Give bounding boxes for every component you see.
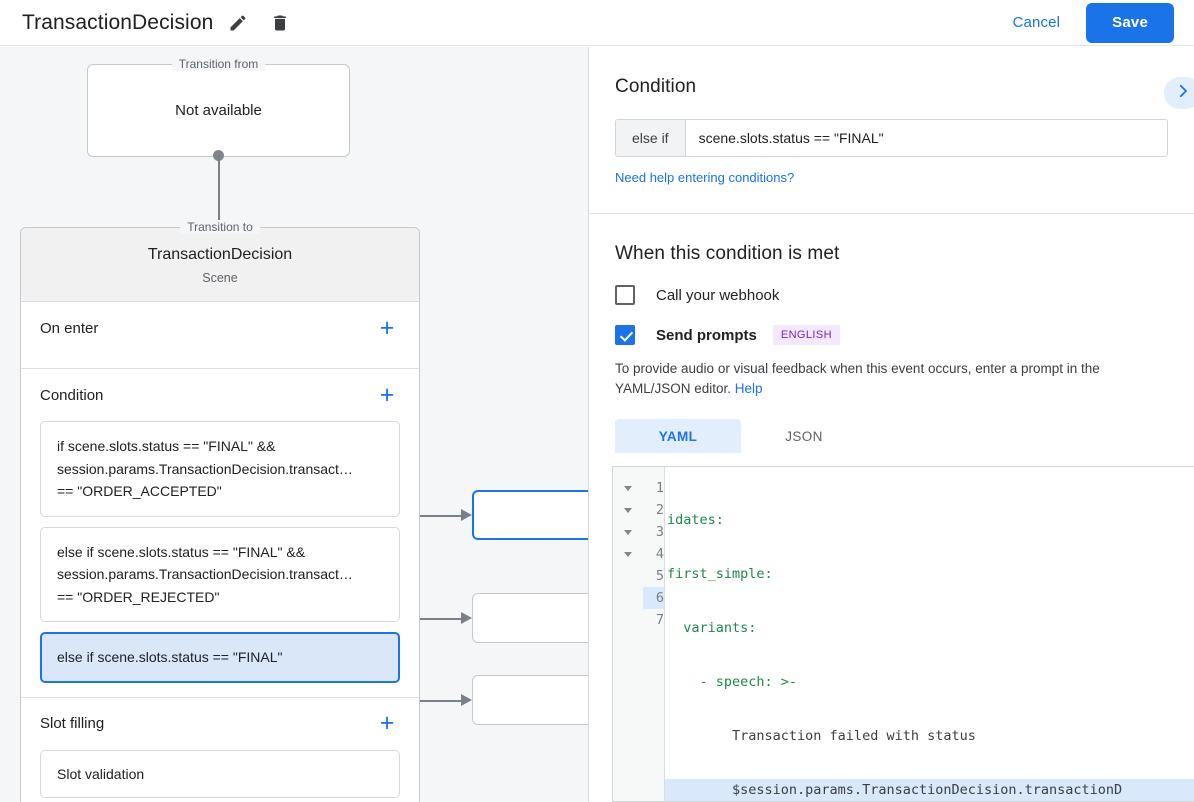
webhook-row[interactable]: Call your webhook [615, 285, 1168, 305]
code-line: - speech: >- [667, 674, 798, 690]
condition-expression-input[interactable] [685, 120, 1167, 156]
scene-type: Scene [202, 271, 238, 285]
add-slot-filling-button[interactable]: + [379, 709, 395, 737]
line-number: 7 [655, 612, 664, 628]
slot-validation-chip[interactable]: Slot validation [40, 749, 400, 798]
scene-name: TransactionDecision [147, 246, 293, 263]
fold-toggle[interactable] [613, 499, 643, 521]
top-app-bar: TransactionDecision Cancel Save [0, 0, 1194, 46]
section-title-on-enter: On enter [40, 319, 99, 337]
condition-chip[interactable]: else if scene.slots.status == "FINAL" &&… [40, 526, 400, 622]
editor-code-area[interactable]: idates: first_simple: variants: - speech… [665, 467, 1194, 801]
line-number: 2 [655, 502, 664, 518]
prompts-description-text: To provide audio or visual feedback when… [615, 361, 1100, 396]
pencil-icon [228, 13, 248, 33]
transition-arrow-line [218, 155, 220, 268]
section-on-enter: On enter + [21, 302, 419, 369]
chevron-right-icon [1174, 82, 1192, 105]
editor-format-tabs: YAML JSON [615, 419, 1168, 453]
transition-target-box-1[interactable] [472, 490, 588, 540]
condition-prefix-label: else if [616, 120, 686, 156]
section-condition: Condition + if scene.slots.status == "FI… [21, 369, 419, 698]
line-number: 3 [655, 524, 664, 540]
chevron-down-icon [624, 529, 632, 535]
transition-to-card[interactable]: Transition to TransactionDecision Scene … [20, 220, 420, 802]
code-line: variants: [667, 620, 757, 636]
line-number: 5 [655, 568, 664, 584]
add-on-enter-button[interactable]: + [379, 313, 395, 342]
tab-json[interactable]: JSON [785, 428, 823, 444]
fold-spacer [613, 609, 643, 631]
condition-help-link[interactable]: Need help entering conditions? [615, 170, 795, 185]
collapse-panel-button[interactable] [1164, 77, 1194, 109]
transition-from-card[interactable]: Transition from Not available [87, 57, 350, 157]
line-number: 6 [643, 587, 664, 609]
page-title: TransactionDecision [22, 10, 214, 34]
transition-from-value: Not available [175, 102, 262, 119]
fold-spacer [613, 587, 643, 609]
send-prompts-row[interactable]: Send prompts ENGLISH [615, 325, 1168, 345]
chevron-down-icon [624, 507, 632, 513]
transition-target-box-3[interactable] [472, 675, 588, 725]
send-prompts-label: Send prompts [656, 326, 757, 344]
panel-divider [589, 213, 1194, 214]
line-number: 1 [655, 480, 664, 496]
chevron-down-icon [624, 551, 632, 557]
fold-toggle[interactable] [613, 521, 643, 543]
scene-graph-canvas[interactable]: Transition from Not available Transition… [0, 47, 588, 802]
panel-condition-section: Condition else if Need help entering con… [589, 47, 1194, 187]
editor-fold-gutter [613, 467, 643, 801]
call-webhook-checkbox[interactable] [615, 285, 635, 305]
condition-connector-3 [400, 699, 462, 702]
prompts-description: To provide audio or visual feedback when… [615, 359, 1168, 399]
section-slot-filling: Slot filling + Slot validation [21, 698, 419, 802]
panel-heading: Condition [615, 76, 697, 97]
condition-chip-selected[interactable]: else if scene.slots.status == "FINAL" [40, 632, 400, 683]
add-condition-button[interactable]: + [379, 380, 395, 409]
edit-name-button[interactable] [221, 6, 255, 40]
fold-spacer [613, 565, 643, 587]
section-title-condition: Condition [40, 386, 104, 404]
delete-button[interactable] [263, 6, 297, 40]
tab-yaml[interactable]: YAML [615, 419, 741, 453]
transition-target-box-2[interactable] [472, 593, 588, 643]
editor-line-numbers: 1 2 3 4 5 6 7 [643, 467, 665, 801]
language-badge: ENGLISH [772, 325, 840, 345]
code-line: $session.params.TransactionDecision.tran… [665, 779, 1194, 801]
chevron-down-icon [624, 485, 632, 491]
scene-header[interactable]: TransactionDecision Scene [21, 228, 419, 302]
condition-connector-2 [400, 617, 462, 620]
save-button[interactable]: Save [1086, 2, 1174, 43]
prompts-help-link[interactable]: Help [734, 381, 763, 396]
line-number: 4 [655, 546, 664, 562]
trash-icon [270, 13, 290, 33]
fold-toggle[interactable] [613, 477, 643, 499]
condition-connector-1 [400, 514, 462, 517]
condition-connector-head-3 [461, 694, 472, 706]
condition-connector-head-2 [461, 612, 472, 624]
code-line: idates: [667, 512, 724, 528]
yaml-code-editor[interactable]: 1 2 3 4 5 6 7 idates: first_simple: vari… [612, 466, 1194, 802]
section-title-slot-filling: Slot filling [40, 715, 105, 732]
code-line: first_simple: [667, 566, 773, 582]
send-prompts-checkbox[interactable] [615, 325, 635, 345]
transition-to-legend: Transition to [180, 220, 260, 234]
fold-toggle[interactable] [613, 543, 643, 565]
condition-connector-head-1 [461, 509, 472, 521]
cancel-button[interactable]: Cancel [1003, 6, 1071, 39]
condition-editor-row[interactable]: else if [615, 119, 1168, 157]
code-line: Transaction failed with status [667, 728, 976, 744]
panel-when-met-section: When this condition is met Call your web… [589, 214, 1194, 453]
transition-from-legend: Transition from [171, 57, 266, 71]
when-met-heading: When this condition is met [615, 243, 840, 264]
call-webhook-label: Call your webhook [656, 286, 780, 304]
condition-chip[interactable]: if scene.slots.status == "FINAL" && sess… [40, 421, 400, 517]
